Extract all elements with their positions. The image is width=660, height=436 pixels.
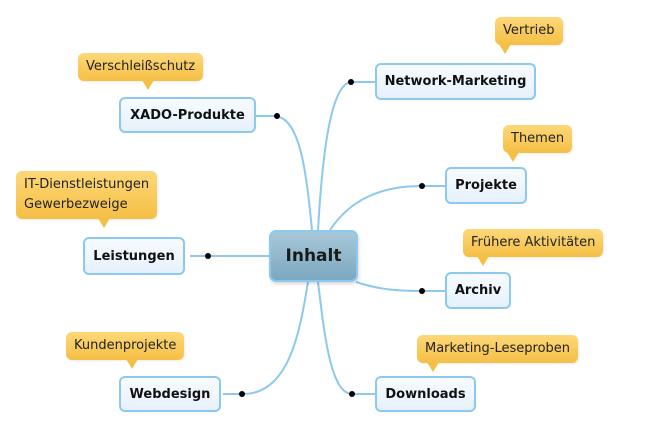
note-text: Vertrieb [503,23,555,38]
note-text: Marketing-Leseproben [425,341,571,356]
note-archiv: Frühere Aktivitäten [463,229,604,266]
note-text: Frühere Aktivitäten [471,235,596,250]
topic-label: Network-Marketing [384,74,527,89]
note-xado: Verschleißschutz [78,53,204,90]
note-webdesign: Kundenprojekte [66,332,185,369]
topic-downloads[interactable]: Downloads [375,376,476,412]
topic-xado-produkte[interactable]: XADO-Produkte [119,97,256,133]
note-projekte: Themen [503,125,573,162]
topic-label: Projekte [455,178,517,193]
note-network: Vertrieb [495,17,563,54]
connector-dot-downloads [349,391,355,397]
topic-label: XADO-Produkte [130,107,245,123]
connector-dot-webdesign [239,391,245,397]
connector-dot-projekte [419,183,425,189]
connector-dot-leistungen [205,253,211,259]
connector-downloads [317,281,375,395]
note-downloads: Marketing-Leseproben [417,335,579,372]
topic-projekte[interactable]: Projekte [445,167,527,204]
topic-webdesign[interactable]: Webdesign [119,376,221,412]
root-label: Inhalt [285,246,342,266]
connector-webdesign [223,281,309,395]
topic-label: Archiv [454,283,502,298]
topic-label: Leistungen [93,248,175,264]
connector-network [317,81,375,231]
connector-dot-xado [274,113,280,119]
note-text: Gewerbezweige [24,197,128,212]
connector-dot-network [348,79,354,85]
note-text: Themen [511,131,565,146]
note-text: Verschleißschutz [86,59,196,74]
connector-dot-archiv [419,288,425,294]
topic-network-marketing[interactable]: Network-Marketing [375,63,536,100]
topic-archiv[interactable]: Archiv [445,272,511,309]
note-text: Kundenprojekte [74,338,177,353]
root-topic[interactable]: Inhalt [269,230,358,282]
connector-archiv [355,281,445,292]
connector-xado [256,115,313,231]
note-leistungen: IT-Dienstleistungen Gewerbezweige [16,171,158,228]
topic-label: Downloads [385,386,466,402]
connector-projekte [329,185,445,231]
note-text: IT-Dienstleistungen [24,177,150,192]
topic-leistungen[interactable]: Leistungen [83,237,185,275]
topic-label: Webdesign [129,386,211,402]
